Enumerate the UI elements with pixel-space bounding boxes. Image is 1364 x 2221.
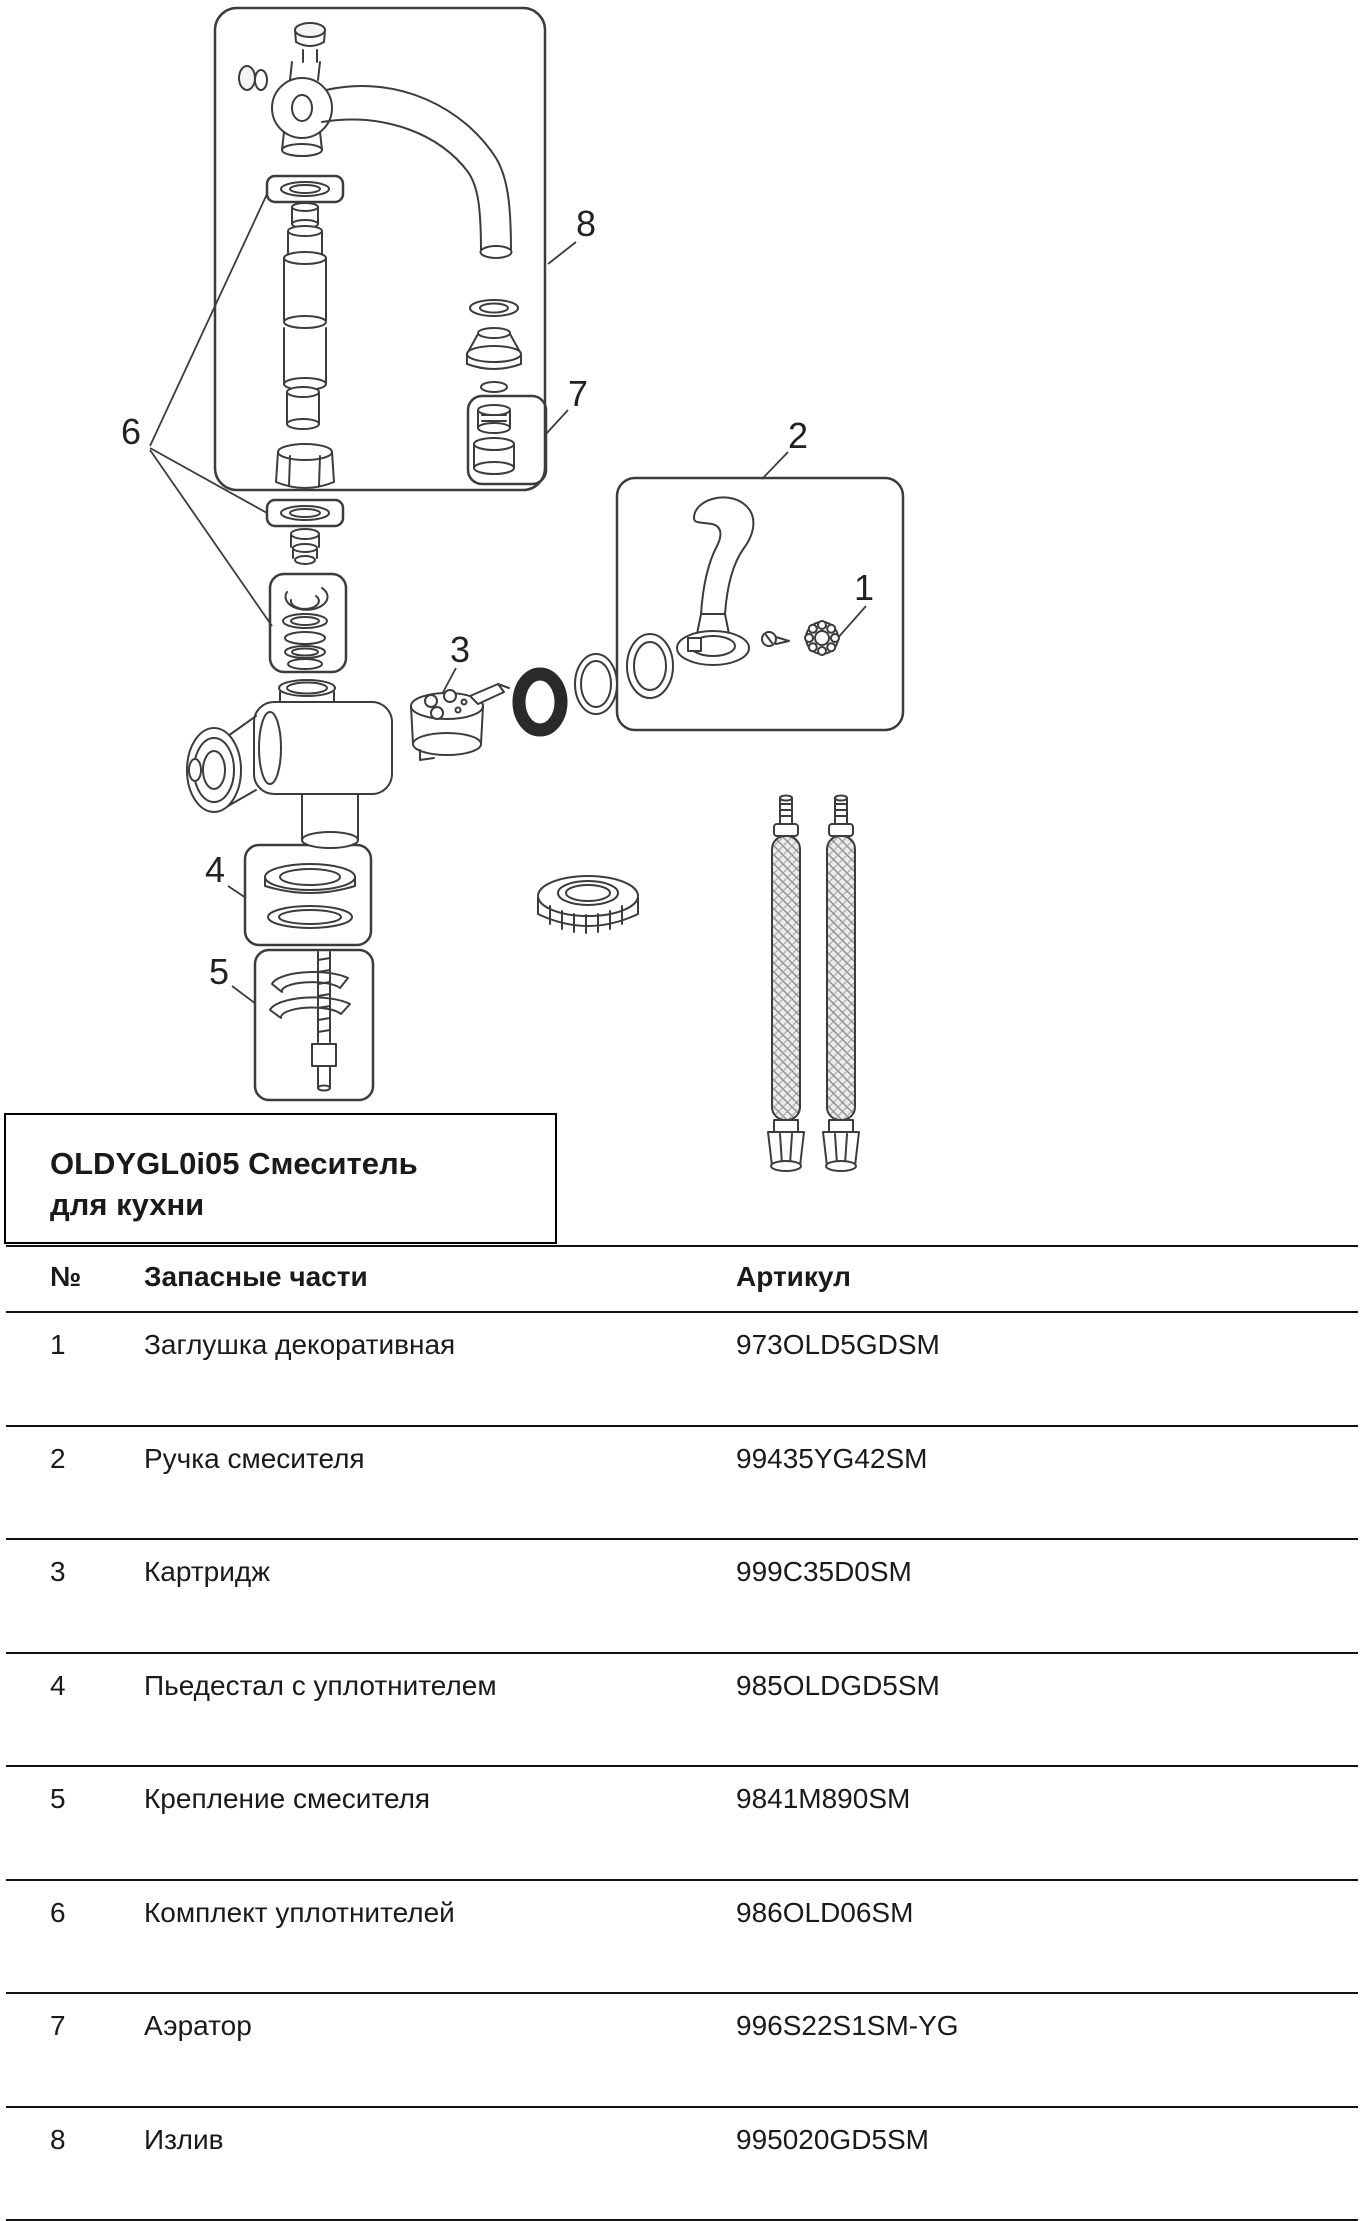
handle-screw [761, 631, 790, 647]
seal-kit-parts [280, 505, 330, 670]
aerator [473, 404, 515, 475]
row-article: 986OLD06SM [736, 1896, 914, 1928]
handle-lever [676, 496, 755, 666]
header-name: Запасные части [144, 1261, 368, 1292]
row-article: 996S22S1SM-YG [736, 2010, 959, 2041]
callout-8-label: 8 [576, 203, 596, 244]
rubber-seal-ring [512, 667, 568, 737]
table-row: 7 Аэратор 996S22S1SM-YG [6, 1994, 1358, 2108]
row-article: 995020GD5SM [736, 2123, 930, 2155]
row-article: 999C35D0SM [736, 1556, 912, 1587]
product-title-line2: для кухни [50, 1187, 205, 1222]
product-title-line1: OLDYGL0i05 Смеситель [50, 1146, 418, 1181]
spout-assembly [238, 22, 513, 259]
callout-6-label: 6 [121, 411, 141, 452]
spout-washers [466, 299, 522, 393]
group-box-handle [615, 476, 905, 732]
row-article: 973OLD5GDSM [736, 1329, 940, 1360]
header-article: Артикул [736, 1261, 851, 1292]
mounting-hardware [269, 951, 351, 1092]
table-row: 4 Пьедестал с уплотнителем 985OLDGD5SM [6, 1654, 1358, 1767]
row-name: Пьедестал с уплотнителем [144, 1669, 497, 1701]
chrome-rings [574, 633, 674, 715]
title-box: OLDYGL0i05 Смеситель для кухни [4, 1113, 557, 1244]
flexible-hose-2 [822, 794, 860, 1172]
callout-5-label: 5 [209, 951, 229, 992]
callout-7-label: 7 [568, 373, 588, 414]
faucet-exploded-diagram: 8 7 2 1 6 3 4 5 [121, 6, 905, 1172]
row-num: 3 [50, 1556, 66, 1587]
header-num: № [50, 1261, 82, 1292]
pedestal-gaskets [264, 863, 356, 929]
group-box-spout [213, 6, 547, 492]
row-name: Заглушка декоративная [144, 1329, 456, 1360]
group-box-mounting [253, 948, 375, 1102]
row-num: 8 [50, 2123, 66, 2155]
table-row: 6 Комплект уплотнителей 986OLD06SM [6, 1881, 1358, 1994]
row-article: 99435YG42SM [736, 1442, 928, 1474]
row-num: 1 [50, 1329, 66, 1360]
table-row: 5 Крепление смесителя 9841M890SM [6, 1767, 1358, 1881]
flexible-hose-1 [767, 794, 805, 1172]
faucet-body [186, 679, 393, 849]
callout-3-label: 3 [450, 629, 470, 670]
riser-pipe [275, 181, 335, 489]
row-num: 5 [50, 1783, 66, 1814]
cartridge [410, 683, 510, 761]
row-name: Ручка смесителя [144, 1442, 365, 1474]
row-num: 4 [50, 1669, 66, 1701]
group-box-aerator [466, 394, 548, 486]
plastic-mounting-nut [537, 875, 639, 934]
row-name: Аэратор [144, 2010, 252, 2041]
table-row: 8 Излив 995020GD5SM [6, 2108, 1358, 2221]
row-num: 2 [50, 1442, 66, 1474]
callout-2-label: 2 [788, 415, 808, 456]
callout-1-label: 1 [854, 567, 874, 608]
row-num: 7 [50, 2010, 66, 2041]
table-row: 3 Картридж 999C35D0SM [6, 1540, 1358, 1654]
row-name: Крепление смесителя [144, 1783, 431, 1814]
callout-labels: 8 7 2 1 6 3 4 5 [121, 203, 874, 992]
row-name: Излив [144, 2123, 224, 2155]
table-row: 1 Заглушка декоративная 973OLD5GDSM [6, 1313, 1358, 1427]
table-row: 2 Ручка смесителя 99435YG42SM [6, 1427, 1358, 1540]
row-num: 6 [50, 1896, 66, 1928]
row-name: Картридж [144, 1556, 270, 1587]
decorative-cap [804, 620, 840, 656]
row-article: 9841M890SM [736, 1783, 911, 1814]
callout-lines [149, 193, 867, 1005]
table-header-row: № Запасные части Артикул [6, 1247, 1358, 1313]
row-name: Комплект уплотнителей [144, 1896, 455, 1928]
callout-4-label: 4 [205, 849, 225, 890]
parts-table: № Запасные части Артикул 1 Заглушка деко… [6, 1245, 1358, 2221]
group-box-pedestal [243, 843, 373, 947]
row-article: 985OLDGD5SM [736, 1669, 940, 1701]
